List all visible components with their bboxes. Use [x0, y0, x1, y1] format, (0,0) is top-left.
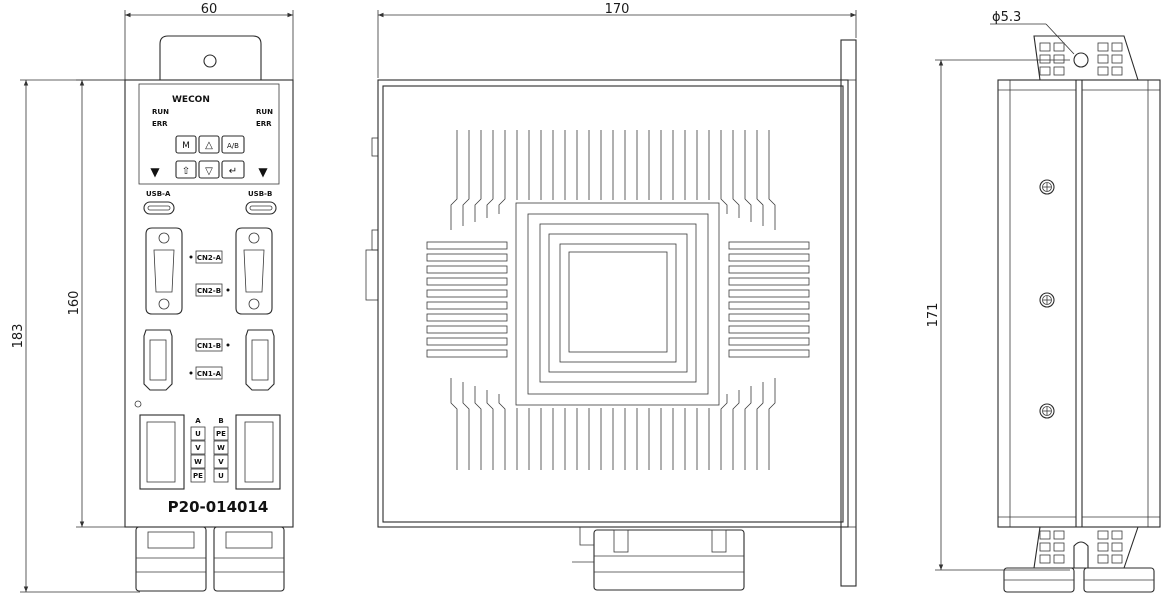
- hole-diameter-label: ϕ5.3: [992, 10, 1021, 25]
- front-height-body-label: 160: [67, 291, 82, 316]
- back-body: [997, 79, 1161, 528]
- back-height-label: 171: [926, 303, 941, 328]
- svg-text:U: U: [218, 472, 224, 480]
- usb-b-label: USB-B: [248, 190, 272, 198]
- arrow-down-right-icon: ▼: [258, 165, 268, 179]
- mounting-hole-top: [203, 54, 217, 68]
- key-shift-button[interactable]: [175, 160, 197, 179]
- dimension-hole-diameter: ϕ5.3: [990, 10, 1075, 55]
- cn2-a-connector: [145, 227, 183, 315]
- mounting-tab-top: [159, 35, 262, 80]
- key-enter-label: ↵: [229, 166, 237, 177]
- svg-text:W: W: [194, 458, 202, 466]
- front-view: 60 183 160 WECON RUN ERR RUN ERR: [11, 2, 294, 593]
- cn1-a-label: CN1-A: [197, 370, 222, 378]
- cn2-b-label: CN2-B: [197, 287, 221, 295]
- power-terminal-left: [139, 414, 185, 490]
- dimension-back-height: 171: [926, 59, 1070, 571]
- dimension-side-width: 170: [377, 2, 857, 78]
- side-body-inner: [382, 85, 844, 523]
- side-rear-bracket: [840, 39, 857, 587]
- svg-text:V: V: [218, 458, 224, 466]
- key-up-label: △: [205, 140, 213, 151]
- back-view: 171 ϕ5.3: [926, 10, 1161, 593]
- led-run-left: RUN: [152, 108, 169, 116]
- svg-text:W: W: [217, 444, 225, 452]
- ground-screw: [134, 400, 142, 408]
- svg-text:PE: PE: [193, 472, 203, 480]
- side-width-label: 170: [605, 2, 630, 17]
- bottom-plugs: [135, 526, 285, 592]
- back-screws: [1039, 179, 1055, 419]
- front-width-label: 60: [201, 2, 218, 17]
- heatsink-fins-bottom: [450, 378, 776, 470]
- terminal-a-list: U V W PE: [190, 426, 206, 483]
- key-enter-button[interactable]: [221, 160, 245, 179]
- usb-a-label: USB-A: [146, 190, 171, 198]
- dimension-front-width: 60: [124, 2, 294, 82]
- key-m-button[interactable]: [175, 135, 197, 154]
- key-ab-label: A/B: [227, 142, 239, 150]
- terminal-col-b-label: B: [218, 417, 223, 425]
- front-body: [124, 79, 294, 528]
- svg-text:U: U: [195, 430, 201, 438]
- key-ab-button[interactable]: [221, 135, 245, 154]
- dimension-front-height-total: 183: [11, 79, 140, 593]
- usb-a-port: [143, 201, 175, 215]
- led-run-right: RUN: [256, 108, 273, 116]
- usb-b-port: [245, 201, 277, 215]
- back-bottom-bracket: [1033, 526, 1139, 569]
- svg-text:PE: PE: [216, 430, 226, 438]
- power-terminal-right: [235, 414, 281, 490]
- led-err-right: ERR: [256, 120, 272, 128]
- heatsink-fins-top: [450, 130, 776, 230]
- heatsink-fins-right: [728, 241, 810, 358]
- heatsink-fins-left: [426, 241, 508, 358]
- cn1-a-connector: [143, 329, 173, 391]
- key-down-label: ▽: [205, 166, 213, 177]
- key-shift-label: ⇧: [182, 166, 190, 177]
- side-bottom-plug: [572, 527, 745, 591]
- cn1-b-label: CN1-B: [197, 342, 221, 350]
- terminal-b-list: PE W V U: [213, 426, 229, 483]
- cn2-b-connector: [235, 227, 273, 315]
- back-top-bracket: [1033, 35, 1139, 81]
- svg-text:V: V: [195, 444, 201, 452]
- arrow-down-left-icon: ▼: [150, 165, 160, 179]
- display-panel: [138, 83, 280, 185]
- model-number: P20-014014: [168, 498, 269, 516]
- key-down-button[interactable]: [198, 160, 220, 179]
- side-view: 170: [365, 2, 857, 591]
- key-m-label: M: [182, 141, 190, 151]
- keypad: M △ A/B ⇧ ▽ ↵: [175, 135, 245, 179]
- cn1-b-connector: [245, 329, 275, 391]
- key-up-button[interactable]: [198, 135, 220, 154]
- heatsink-center-frames: [515, 202, 720, 406]
- front-height-total-label: 183: [11, 324, 26, 349]
- terminal-col-a-label: A: [195, 417, 201, 425]
- cn2-a-label: CN2-A: [197, 254, 222, 262]
- side-body-outer: [377, 79, 849, 528]
- dimension-front-height-body: 160: [67, 79, 125, 528]
- led-err-left: ERR: [152, 120, 168, 128]
- back-bottom-plugs: [1003, 567, 1155, 593]
- brand-logo: WECON: [172, 95, 210, 105]
